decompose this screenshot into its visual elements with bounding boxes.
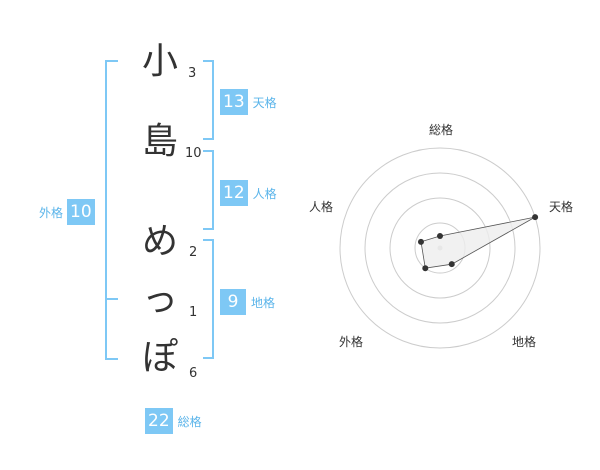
radar-axis-label-3: 外格 — [339, 335, 364, 349]
stroke-count-1: 3 — [188, 66, 197, 81]
radar-polygon — [420, 216, 536, 269]
tenkaku-bracket — [203, 60, 214, 140]
name-char-2: 島 — [141, 121, 178, 162]
chikaku-value: 9 — [220, 289, 246, 315]
stroke-count-3: 2 — [189, 245, 198, 260]
chikaku-bracket — [203, 239, 214, 359]
gaikaku-value: 10 — [67, 199, 95, 225]
gaikaku-label: 外格 — [39, 205, 64, 220]
radar-point-0 — [437, 233, 443, 239]
radar-point-3 — [422, 265, 429, 272]
stroke-count-5: 6 — [189, 366, 198, 381]
bracket-lines — [105, 60, 214, 360]
radar-axis-label-0: 総格 — [429, 123, 454, 137]
radar-ring-3 — [364, 172, 516, 324]
soukaku-badge: 22 総格 — [145, 408, 202, 434]
tenkaku-value: 13 — [220, 89, 248, 115]
radar-point-1 — [532, 214, 539, 221]
chikaku-label: 地格 — [251, 295, 276, 310]
radar-axis-label-2: 地格 — [512, 335, 537, 349]
jinkaku-badge: 12 人格 — [220, 180, 277, 206]
radar-axis-label-4: 人格 — [309, 200, 334, 214]
gaikaku-badge: 外格 10 — [39, 199, 95, 225]
radar-ring-4 — [339, 147, 541, 349]
soukaku-label: 総格 — [177, 414, 202, 429]
name-char-3: め — [141, 221, 178, 262]
name-char-4: っ — [141, 279, 178, 320]
radar-axis-label-1: 天格 — [549, 200, 574, 214]
tenkaku-badge: 13 天格 — [220, 89, 277, 115]
soukaku-value: 22 — [145, 408, 173, 434]
radar-ring-2 — [389, 197, 491, 299]
jinkaku-label: 人格 — [252, 186, 277, 201]
stroke-count-2: 10 — [185, 146, 202, 161]
jinkaku-value: 12 — [220, 180, 248, 206]
jinkaku-bracket — [203, 150, 214, 230]
outer-bracket — [105, 60, 118, 360]
stroke-count-4: 1 — [189, 305, 198, 320]
name-char-5: ぽ — [141, 337, 178, 378]
radar-point-2 — [448, 261, 455, 268]
name-char-1: 小 — [141, 41, 178, 82]
chikaku-badge: 9 地格 — [220, 289, 275, 315]
radar-point-4 — [417, 238, 424, 245]
tenkaku-label: 天格 — [252, 95, 277, 110]
